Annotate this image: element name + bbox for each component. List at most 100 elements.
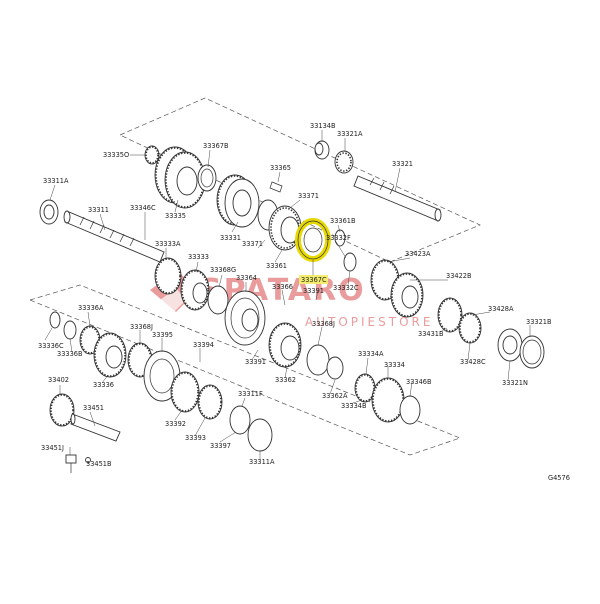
part-label[interactable]: 33451B: [86, 460, 112, 468]
highlight-label-bg: [299, 275, 328, 284]
part-labels: 33335O 33367B 33311A 33311 33346C 33335 …: [38, 122, 570, 482]
clip-33336c: [49, 311, 61, 329]
part-label[interactable]: 33368J: [130, 323, 153, 331]
watermark-subtext: AUTOPIESTORE: [305, 315, 433, 329]
idler-shaft-33451: [70, 414, 121, 442]
part-label[interactable]: 33311A: [249, 458, 275, 466]
part-label[interactable]: 33391: [303, 287, 324, 295]
part-label[interactable]: 33334B: [341, 402, 367, 410]
bolt-33451j: [65, 454, 77, 473]
seal-33311a: [39, 199, 59, 225]
ring-33346b: [399, 395, 421, 425]
leader-lines: [44, 130, 531, 460]
gear-33335: [154, 146, 206, 209]
part-label[interactable]: 33321B: [526, 318, 552, 326]
part-label[interactable]: 33336: [93, 381, 114, 389]
part-label[interactable]: 33392: [165, 420, 186, 428]
part-label[interactable]: 33428C: [460, 358, 486, 366]
part-label[interactable]: 33451J: [41, 444, 64, 452]
output-shaft-33321: [353, 175, 442, 222]
gear-33333a: [154, 257, 182, 295]
part-label[interactable]: 33333: [188, 253, 209, 261]
part-label[interactable]: 33321: [392, 160, 413, 168]
lower-group-boundary: [28, 284, 462, 456]
part-label[interactable]: 33346C: [130, 204, 156, 212]
part-label[interactable]: 33362A: [322, 392, 348, 400]
part-label[interactable]: 33368G: [210, 266, 236, 274]
pin-33451b: [85, 457, 91, 463]
diagram-ref-code: G4576: [548, 474, 570, 482]
part-label[interactable]: 33395: [152, 331, 173, 339]
part-label[interactable]: 33394: [193, 341, 214, 349]
part-label[interactable]: 33336B: [57, 350, 83, 358]
gear-33431b: [437, 297, 463, 333]
gear-33422b: [390, 272, 424, 318]
part-label[interactable]: 33321N: [502, 379, 528, 387]
gear-33364: [224, 290, 266, 346]
part-label[interactable]: 33336A: [78, 304, 104, 312]
part-label[interactable]: 33402: [48, 376, 69, 384]
part-label[interactable]: 33428A: [488, 305, 514, 313]
hub-33362: [268, 322, 302, 368]
part-label[interactable]: 33397: [210, 442, 231, 450]
input-shaft: [63, 210, 165, 263]
gear-33333: [180, 269, 210, 311]
bearing-33335o: [144, 145, 160, 165]
part-label[interactable]: 33311F: [238, 390, 263, 398]
part-label[interactable]: 33431B: [418, 330, 444, 338]
key-33365: [269, 181, 283, 193]
ring-33321b: [519, 335, 545, 369]
part-label[interactable]: 33362: [275, 376, 296, 384]
ring-33321n: [497, 328, 523, 362]
part-label[interactable]: 33333A: [155, 240, 181, 248]
gear-33334b: [371, 377, 405, 423]
part-label[interactable]: 33332C: [333, 284, 359, 292]
part-label[interactable]: 33334A: [358, 350, 384, 358]
ring-33336b: [63, 320, 77, 340]
part-label[interactable]: 33364: [236, 274, 257, 282]
gear-33393: [197, 384, 223, 420]
highlighted-ring-33367c[interactable]: [295, 218, 331, 262]
ring-33332c: [343, 252, 357, 272]
ring-33362a: [326, 356, 344, 380]
ring-33361b: [334, 229, 346, 247]
part-label[interactable]: 33371: [298, 192, 319, 200]
part-label[interactable]: 33393: [185, 434, 206, 442]
part-label[interactable]: 33311A: [43, 177, 69, 185]
part-label[interactable]: 33371: [242, 240, 263, 248]
part-label[interactable]: 33367B: [203, 142, 229, 150]
bearing-33321a: [334, 150, 354, 174]
part-label[interactable]: 33334: [384, 361, 405, 369]
part-label[interactable]: 33451: [83, 404, 104, 412]
ring-33368g: [207, 285, 229, 315]
part-label[interactable]: 33423A: [405, 250, 431, 258]
part-label[interactable]: 33361: [266, 262, 287, 270]
ring-33391: [306, 344, 330, 376]
part-label[interactable]: 33391: [245, 358, 266, 366]
cap-33134b: [314, 140, 330, 160]
part-label[interactable]: 33366: [272, 283, 293, 291]
part-label[interactable]: 33346B: [406, 378, 432, 386]
reverse-idler-33402: [49, 393, 75, 427]
part-label[interactable]: 33365: [270, 164, 291, 172]
part-label[interactable]: 33134B: [310, 122, 336, 130]
hub-33331: [216, 174, 260, 228]
part-label[interactable]: 33336C: [38, 342, 64, 350]
part-label[interactable]: 33368J: [312, 320, 335, 328]
part-label[interactable]: 33335: [165, 212, 186, 220]
gear-33336: [93, 332, 127, 378]
gear-33428c: [458, 312, 482, 344]
part-label[interactable]: 33321A: [337, 130, 363, 138]
ring-33397: [229, 405, 251, 435]
highlighted-part-label[interactable]: 33367C: [301, 276, 327, 284]
gear-33392: [170, 371, 200, 413]
part-label[interactable]: 33331: [220, 234, 241, 242]
ring-33311a-lower: [247, 418, 273, 452]
part-label[interactable]: 33332F: [326, 234, 351, 242]
part-label[interactable]: 33311: [88, 206, 109, 214]
part-label[interactable]: 33422B: [446, 272, 472, 280]
part-label[interactable]: 33361B: [330, 217, 356, 225]
part-label[interactable]: 33335O: [103, 151, 129, 159]
